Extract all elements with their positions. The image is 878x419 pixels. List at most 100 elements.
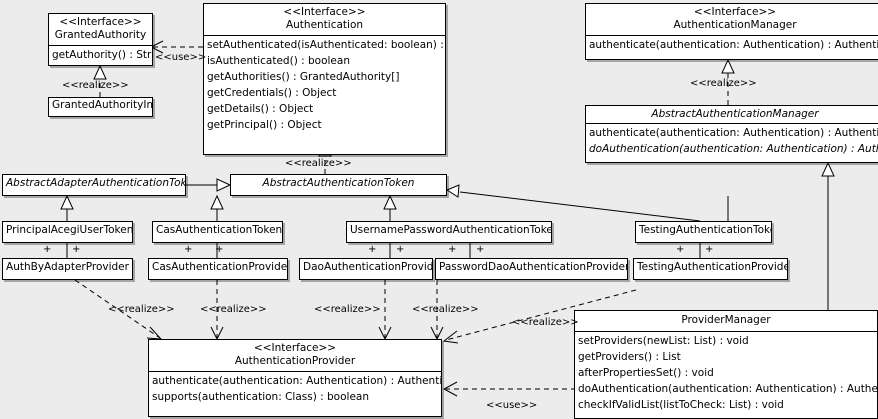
operations-compartment: setAuthenticated(isAuthenticated: boolea… — [204, 35, 445, 134]
multiplicity-marker: + — [184, 244, 193, 255]
class-name: DaoAuthenticationProvider — [303, 261, 433, 273]
operation: doAuthentication(authentication: Authent… — [578, 383, 878, 396]
class-name: PrincipalAcegiUserToken — [6, 224, 133, 236]
class-name: TestingAuthenticationToken — [639, 224, 772, 236]
class-cas-authentication-token[interactable]: CasAuthenticationToken — [152, 221, 283, 243]
stereotype-label: <<Interface>> — [693, 6, 777, 18]
class-header: AbstractAdapterAuthenticationToken — [3, 175, 185, 192]
operation: getDetails() : Object — [207, 103, 314, 116]
multiplicity-marker: + — [396, 244, 405, 255]
class-testing-authentication-provider[interactable]: TestingAuthenticationProvider — [633, 258, 788, 280]
class-header: ProviderManager — [575, 311, 877, 331]
operation: setAuthenticated(isAuthenticated: boolea… — [207, 39, 446, 52]
class-abstract-adapter-authentication-token[interactable]: AbstractAdapterAuthenticationToken — [2, 174, 186, 196]
operations-compartment: getAuthority() : String — [49, 45, 152, 64]
operation: authenticate(authentication: Authenticat… — [589, 127, 878, 140]
multiplicity-marker: + — [72, 244, 81, 255]
edge-label-realize-auth-by-adapter: <<realize>> — [108, 304, 175, 315]
class-header: AbstractAuthenticationManager — [586, 106, 878, 123]
operations-compartment: setProviders(newList: List) : void getPr… — [575, 331, 877, 414]
class-name: AbstractAuthenticationManager — [651, 108, 819, 120]
class-granted-authority[interactable]: <<Interface>> GrantedAuthority getAuthor… — [48, 13, 153, 66]
class-header: CasAuthenticationToken — [153, 222, 282, 239]
class-authentication-provider[interactable]: <<Interface>> AuthenticationProvider aut… — [148, 339, 442, 417]
class-authentication[interactable]: <<Interface>> Authentication setAuthenti… — [203, 3, 446, 155]
class-header: <<Interface>> GrantedAuthority — [49, 14, 152, 45]
operation: getAuthorities() : GrantedAuthority[] — [207, 71, 400, 84]
stereotype-label: <<Interface>> — [253, 342, 337, 354]
class-name: AuthByAdapterProvider — [6, 261, 129, 273]
operation: authenticate(authentication: Authenticat… — [152, 375, 442, 388]
class-auth-by-adapter-provider[interactable]: AuthByAdapterProvider — [2, 258, 133, 280]
edge-label-realize-abstract-authentication-token: <<realize>> — [285, 158, 352, 169]
operations-compartment: authenticate(authentication: Authenticat… — [586, 35, 878, 54]
edge-label-realize-cas: <<realize>> — [200, 304, 267, 315]
class-granted-authority-impl[interactable]: GrantedAuthorityImpl — [48, 97, 153, 117]
operation: setProviders(newList: List) : void — [578, 335, 749, 348]
operations-compartment: authenticate(authentication: Authenticat… — [149, 371, 441, 406]
class-header: PrincipalAcegiUserToken — [3, 222, 132, 239]
class-name: UsernamePasswordAuthenticationToken — [350, 224, 552, 236]
class-header: DaoAuthenticationProvider — [300, 259, 432, 276]
class-name: GrantedAuthorityImpl — [52, 99, 152, 111]
operation: afterPropertiesSet() : void — [578, 367, 714, 380]
class-password-dao-authentication-provider[interactable]: PasswordDaoAuthenticationProvider — [435, 258, 628, 280]
class-abstract-authentication-manager[interactable]: AbstractAuthenticationManager authentica… — [585, 105, 878, 163]
class-header: AuthByAdapterProvider — [3, 259, 132, 276]
class-header: CasAuthenticationProvider — [149, 259, 287, 276]
operation: getCredentials() : Object — [207, 87, 337, 100]
operation: getAuthority() : String — [52, 49, 152, 62]
class-header: <<Interface>> Authentication — [204, 4, 445, 35]
class-name: Authentication — [285, 19, 364, 32]
class-name: CasAuthenticationToken — [156, 224, 283, 236]
class-name: TestingAuthenticationProvider — [637, 261, 788, 273]
operation: isAuthenticated() : boolean — [207, 55, 350, 68]
class-header: <<Interface>> AuthenticationManager — [586, 4, 878, 35]
class-header: GrantedAuthorityImpl — [49, 98, 152, 113]
class-cas-authentication-provider[interactable]: CasAuthenticationProvider — [148, 258, 288, 280]
multiplicity-marker: + — [476, 244, 485, 255]
class-abstract-authentication-token[interactable]: AbstractAuthenticationToken — [230, 174, 447, 196]
stereotype-label: <<Interface>> — [283, 6, 366, 18]
class-name: ProviderManager — [681, 314, 771, 326]
class-name: AuthenticationManager — [673, 19, 797, 32]
class-name: AbstractAdapterAuthenticationToken — [6, 177, 186, 189]
edge-label-realize-password-dao: <<realize>> — [412, 304, 479, 315]
class-header: AbstractAuthenticationToken — [231, 175, 446, 192]
class-authentication-manager[interactable]: <<Interface>> AuthenticationManager auth… — [585, 3, 878, 60]
multiplicity-marker: + — [368, 244, 377, 255]
multiplicity-marker: + — [705, 244, 714, 255]
operation-abstract: doAuthentication(authentication: Authent… — [589, 143, 878, 156]
operations-compartment: authenticate(authentication: Authenticat… — [586, 123, 878, 158]
operation: getPrincipal() : Object — [207, 119, 322, 132]
class-testing-authentication-token[interactable]: TestingAuthenticationToken — [635, 221, 772, 243]
class-header: PasswordDaoAuthenticationProvider — [436, 259, 627, 276]
multiplicity-marker: + — [215, 244, 224, 255]
class-name: AuthenticationProvider — [234, 355, 356, 368]
operation: supports(authentication: Class) : boolea… — [152, 391, 369, 404]
edge-label-realize-granted-authority-impl: <<realize>> — [62, 80, 129, 91]
multiplicity-marker: + — [676, 244, 685, 255]
multiplicity-marker: + — [448, 244, 457, 255]
class-dao-authentication-provider[interactable]: DaoAuthenticationProvider — [299, 258, 433, 280]
class-provider-manager[interactable]: ProviderManager setProviders(newList: Li… — [574, 310, 878, 419]
class-name: AbstractAuthenticationToken — [262, 177, 415, 189]
edge-label-realize-testing: <<realize>> — [512, 317, 579, 328]
class-principal-acegi-user-token[interactable]: PrincipalAcegiUserToken — [2, 221, 133, 243]
edge-label-use-provider-manager: <<use>> — [486, 400, 538, 411]
class-name: PasswordDaoAuthenticationProvider — [439, 261, 628, 273]
operation: checkIfValidList(listToCheck: List) : vo… — [578, 399, 784, 412]
class-name: CasAuthenticationProvider — [152, 261, 288, 273]
edge-label-realize-dao: <<realize>> — [314, 304, 381, 315]
class-username-password-authentication-token[interactable]: UsernamePasswordAuthenticationToken — [346, 221, 552, 243]
operation: authenticate(authentication: Authenticat… — [589, 39, 878, 52]
class-header: UsernamePasswordAuthenticationToken — [347, 222, 551, 239]
class-name: GrantedAuthority — [54, 29, 147, 42]
edge-label-realize-abstract-authentication-manager: <<realize>> — [690, 78, 757, 89]
operation: getProviders() : List — [578, 351, 681, 364]
multiplicity-marker: + — [43, 244, 52, 255]
class-header: TestingAuthenticationProvider — [634, 259, 787, 276]
edge-label-use-granted-authority: <<use>> — [155, 52, 207, 63]
stereotype-label: <<Interface>> — [59, 16, 142, 28]
